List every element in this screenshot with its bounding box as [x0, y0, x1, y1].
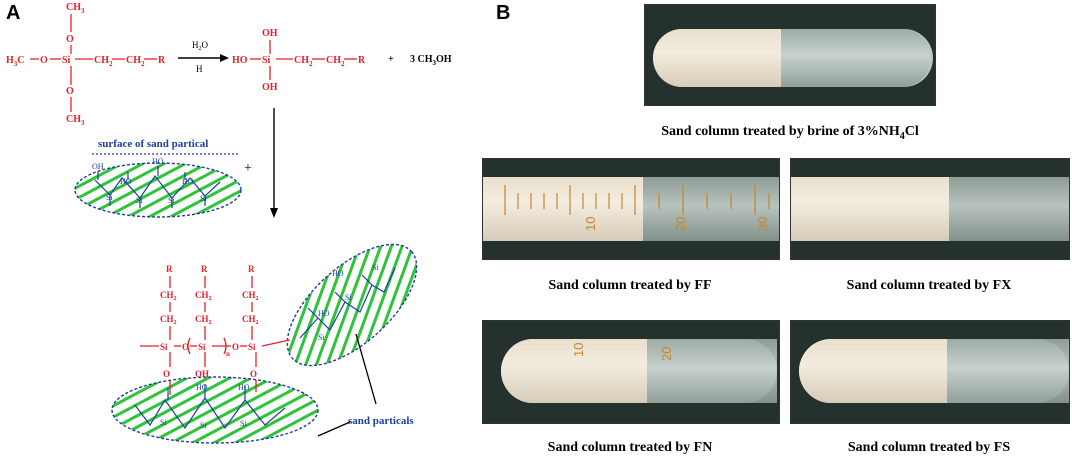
bottom-ho-1: HO — [196, 383, 208, 392]
o-bottom: O — [66, 86, 74, 97]
r-chain-2: R — [201, 264, 208, 274]
right-ho-1: HO — [318, 309, 330, 318]
tick-30: 30 — [755, 217, 770, 231]
surface-si-3: Si — [168, 196, 175, 205]
surface-ho-2: HO — [120, 177, 132, 186]
surface-ho-3: HO — [182, 177, 194, 186]
bottom-si-1: Si — [160, 418, 167, 427]
surface-oh-1: OH — [92, 162, 104, 171]
ch2-p1: CH2 — [294, 55, 313, 68]
surface-si-4: Si — [200, 194, 207, 203]
right-si-1: Si — [345, 293, 352, 302]
surface-si-2: Si — [136, 196, 143, 205]
right-si-3: Si — [318, 333, 325, 342]
reaction-scheme: CH3 O H3C O Si CH2 CH2 R O CH3 H2O H OH … — [6, 2, 452, 444]
ch2-first: CH2 — [94, 55, 113, 68]
right-ho-2: HO — [332, 269, 344, 278]
ch2-p2: CH2 — [326, 55, 345, 68]
r-chain-1: R — [166, 264, 173, 274]
ch2-chain-3b: CH2 — [242, 314, 259, 326]
photo-brine — [644, 4, 936, 106]
oh-top: OH — [262, 28, 278, 39]
plus-surface: + — [244, 161, 252, 176]
oh-bottom: OH — [262, 82, 278, 93]
bottom-si-2: Si — [200, 421, 207, 430]
surface-si-1: Si — [106, 193, 113, 202]
caption-brine: Sand column treated by brine of 3%NH4Cl — [661, 124, 919, 142]
si-chain-2: Si — [198, 342, 206, 352]
si-product: Si — [262, 55, 271, 66]
r-group: R — [158, 55, 166, 66]
h-plus-label: H — [196, 64, 203, 74]
ch3-top: CH3 — [66, 2, 85, 15]
photo-ff: 10 20 30 — [482, 158, 780, 260]
sand-particle-top — [74, 162, 242, 218]
oh-chain: OH — [195, 369, 209, 379]
surface-ho-1: HO — [152, 157, 164, 166]
photo-fn: 10 20 — [482, 320, 780, 424]
ch2-chain-2b: CH2 — [195, 314, 212, 326]
surface-label: surface of sand partical — [98, 138, 208, 150]
sand-particle-right — [286, 243, 418, 367]
o-chain-1: O — [182, 342, 189, 352]
tick-fn-20: 20 — [659, 347, 674, 361]
caption-fn: Sand column treated by FN — [547, 440, 713, 455]
h3c-left: H3C — [6, 55, 25, 68]
photo-fx — [790, 158, 1070, 260]
caption-ff: Sand column treated by FF — [548, 278, 712, 293]
r-chain-3: R — [248, 264, 255, 274]
photo-fs — [790, 320, 1070, 424]
panel-letter-b: B — [496, 2, 511, 24]
sand-particals-label: sand particals — [348, 415, 414, 427]
methanol-label: 3 CH3OH — [410, 54, 452, 67]
ch2-chain-1b: CH2 — [160, 314, 177, 326]
ch2-chain-3a: CH2 — [242, 290, 259, 302]
scale-ff: 10 20 30 — [504, 185, 770, 231]
si-center: Si — [62, 55, 71, 66]
o-chain-2: O — [232, 342, 239, 352]
n-subscript: n — [226, 350, 230, 358]
plus-methanol: + — [388, 54, 394, 65]
si-chain-3: Si — [248, 342, 256, 352]
tick-20: 20 — [673, 217, 688, 231]
ch3-bottom: CH3 — [66, 114, 85, 127]
scale-fn: 10 20 — [571, 343, 674, 361]
o-chain-down-1: O — [163, 369, 170, 379]
ch2-chain-1a: CH2 — [160, 290, 177, 302]
tick-fn-10: 10 — [571, 343, 586, 357]
panel-letter-a: A — [6, 2, 21, 24]
caption-fx: Sand column treated by FX — [846, 278, 1012, 293]
ch2-chain-2a: CH2 — [195, 290, 212, 302]
bottom-si-3: Si — [240, 419, 247, 428]
caption-fs: Sand column treated by FS — [847, 440, 1011, 455]
o-chain-down-3: O — [250, 369, 257, 379]
right-si-2: Si — [372, 263, 379, 272]
bottom-ho-2: HO — [238, 383, 250, 392]
o-left: O — [40, 55, 48, 66]
ho-left: HO — [232, 55, 248, 66]
r-product: R — [358, 55, 366, 66]
si-chain-1: Si — [160, 342, 168, 352]
h2o-label: H2O — [192, 40, 209, 52]
sand-particle-bottom — [111, 376, 319, 444]
ch2-second: CH2 — [126, 55, 145, 68]
o-top: O — [66, 34, 74, 45]
tick-10: 10 — [583, 217, 598, 231]
